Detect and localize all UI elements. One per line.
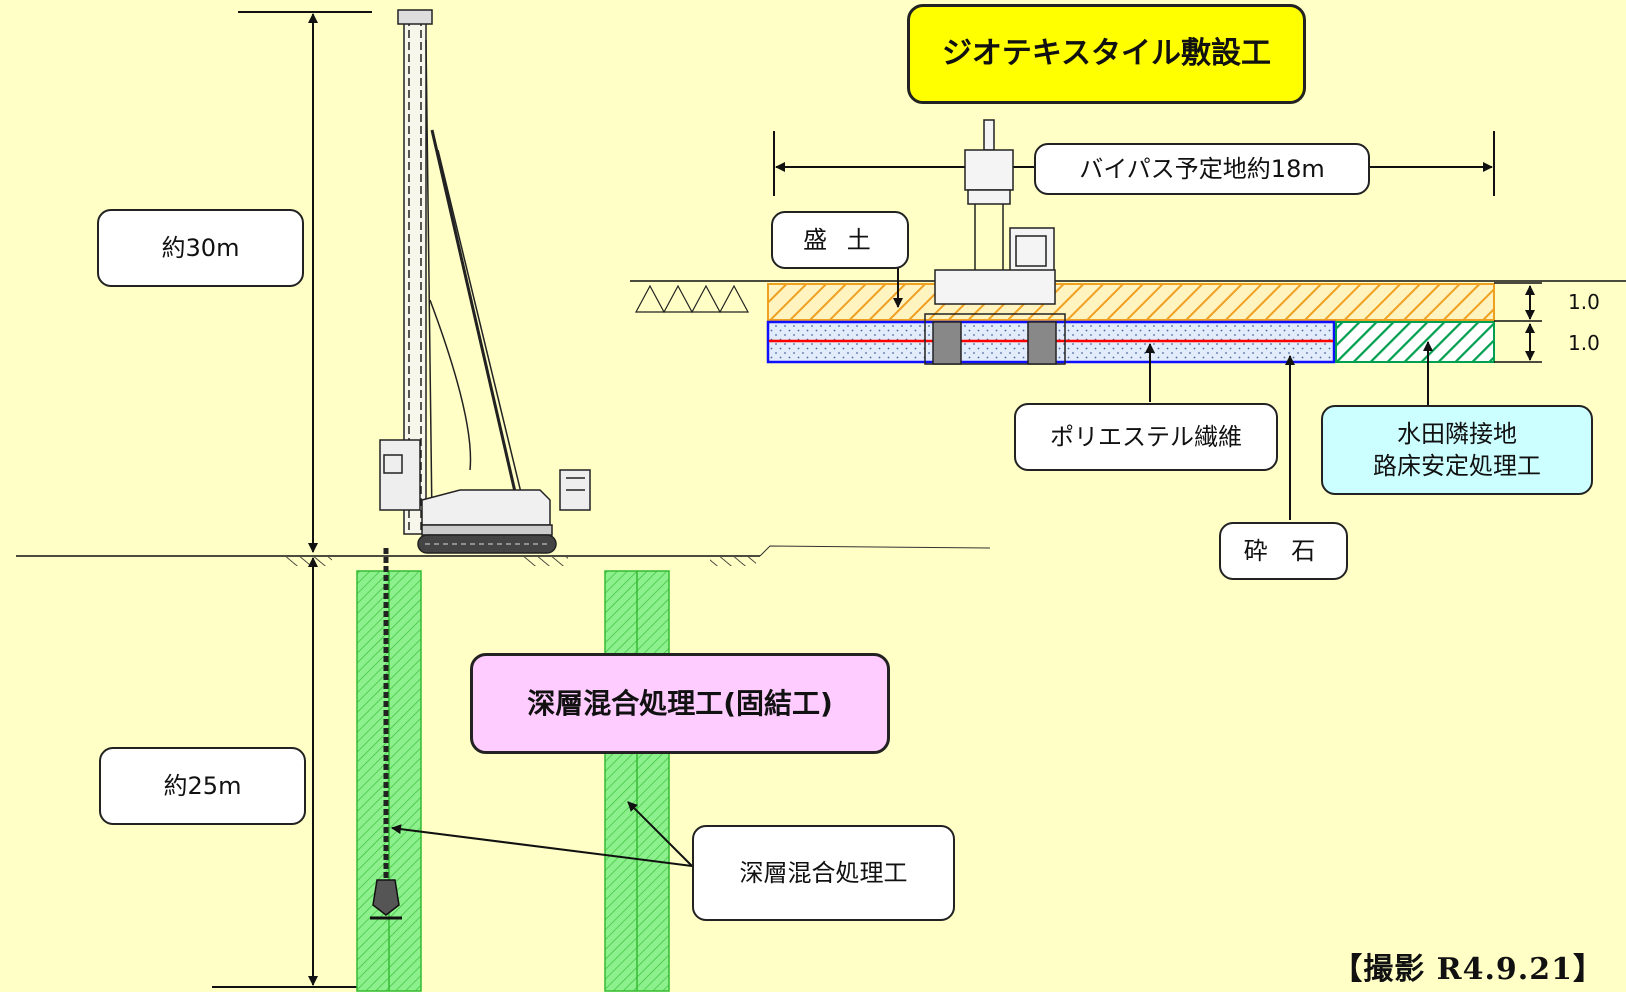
photo-date: 【撮影 R4.9.21】	[1332, 952, 1604, 987]
deep-mixing-columns	[356, 570, 670, 992]
ground-line-right	[630, 280, 1626, 314]
depth-label-25m: 約25m	[99, 747, 306, 825]
paddy-stabilization-label: 水田隣接地 路床安定処理工	[1321, 405, 1593, 495]
fill-embankment-layer	[767, 283, 1495, 321]
height-dimension-30m	[238, 11, 372, 553]
fill-label: 盛 土	[771, 211, 909, 269]
pile-driver-machine	[379, 9, 591, 554]
geotextile-title: ジオテキスタイル敷設工	[907, 4, 1306, 104]
polyester-label: ポリエステル繊維	[1014, 403, 1278, 471]
bypass-label: バイパス予定地約18m	[1034, 143, 1370, 195]
dim-lower-layer: 1.0	[1568, 331, 1600, 355]
height-label-30m: 約30m	[97, 209, 304, 287]
crushed-stone-label: 砕 石	[1219, 522, 1348, 580]
excavator	[924, 119, 1066, 365]
deep-mixing-column-label: 深層混合処理工	[692, 825, 955, 921]
depth-dimension-25m	[212, 557, 372, 988]
auger-shaft	[370, 548, 402, 920]
dim-upper-layer: 1.0	[1568, 290, 1600, 314]
roadbed-stabilization-layer	[1335, 321, 1495, 363]
ground-line-left	[16, 545, 991, 566]
leader-arrows-right	[893, 268, 1433, 520]
layer-thickness-dimensions	[1494, 282, 1542, 363]
deep-mixing-title: 深層混合処理工(固結工)	[470, 653, 890, 754]
leader-deep-mixing-column	[391, 801, 693, 867]
